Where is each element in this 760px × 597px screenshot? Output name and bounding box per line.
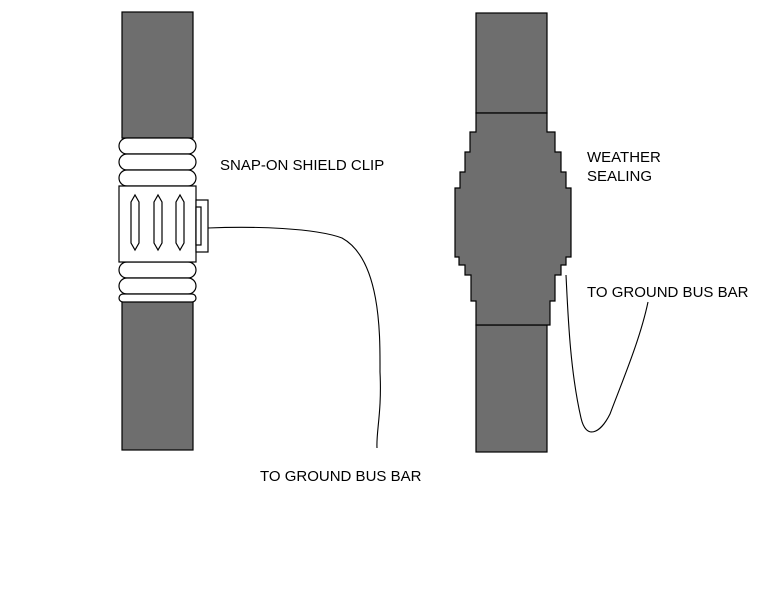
left-upper-corrugation: [118, 137, 197, 187]
left-ground-wire: [207, 226, 381, 449]
snap-on-shield-clip-label: SNAP-ON SHIELD CLIP: [220, 157, 384, 174]
left-assembly: SNAP-ON SHIELD CLIP TO GROUND BUS BAR: [118, 11, 422, 485]
right-cable-upper: [475, 12, 548, 114]
weather-sealing-boot: [454, 112, 572, 326]
right-cable-lower: [475, 324, 548, 453]
clip-slot-1: [130, 193, 140, 252]
clip-slot-3: [175, 193, 185, 252]
clip-slot-2: [153, 193, 163, 252]
right-ground-wire: [565, 274, 649, 433]
weather-sealing-label-line2: SEALING: [587, 168, 652, 185]
right-ground-bus-label: TO GROUND BUS BAR: [587, 284, 749, 301]
left-ground-bus-label: TO GROUND BUS BAR: [260, 468, 422, 485]
right-assembly: WEATHER SEALING TO GROUND BUS BAR: [454, 12, 749, 453]
clip-tab-inner: [195, 206, 202, 246]
weather-sealing-label-line1: WEATHER: [587, 149, 661, 166]
left-cable-lower: [121, 296, 194, 451]
left-lower-corrugation: [118, 261, 197, 303]
snap-on-shield-clip: [118, 185, 209, 263]
left-cable-upper: [121, 11, 194, 139]
